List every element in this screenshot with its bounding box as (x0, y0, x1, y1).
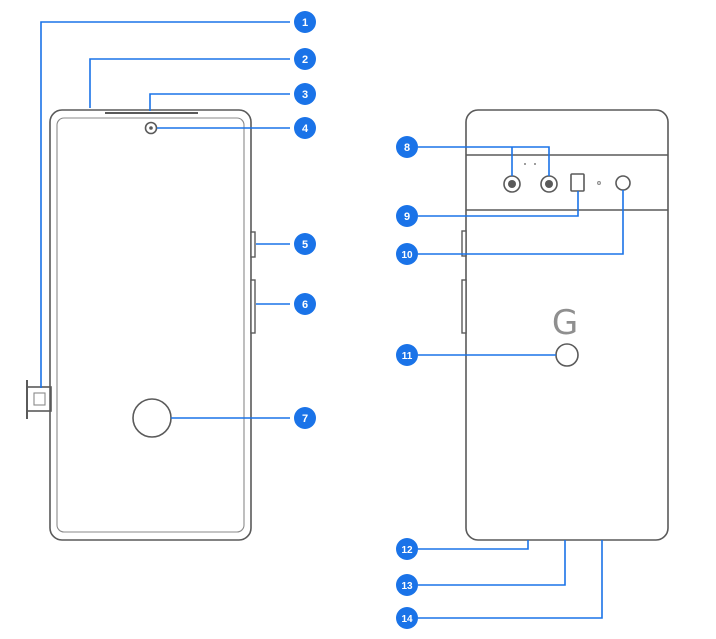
callout-badge-5: 5 (294, 233, 316, 255)
callout-badge-4: 4 (294, 117, 316, 139)
sim-tray (26, 380, 52, 419)
callout-badge-14: 14 (396, 607, 418, 629)
callout-badge-1: 1 (294, 11, 316, 33)
leader-12 (418, 540, 529, 550)
front-screen (56, 117, 245, 533)
callout-badge-3: 3 (294, 83, 316, 105)
bar-mic-dot (534, 163, 536, 165)
callout-badge-8: 8 (396, 136, 418, 158)
phone-front (26, 109, 256, 541)
callout-number: 10 (401, 250, 413, 261)
bar-mic-dot (524, 163, 526, 165)
leader-10 (418, 190, 624, 255)
callout-number: 9 (404, 211, 410, 223)
front-camera-lens (149, 126, 153, 130)
callout-badge-2: 2 (294, 48, 316, 70)
flash (570, 173, 585, 192)
callout-number: 12 (401, 545, 413, 556)
leader-13 (418, 540, 566, 586)
back-power-button (461, 230, 467, 257)
front-power-button (250, 231, 256, 258)
google-logo: G (552, 303, 578, 343)
callout-badge-13: 13 (396, 574, 418, 596)
front-camera (144, 121, 158, 135)
callout-badge-9: 9 (396, 205, 418, 227)
nfc-area (555, 343, 579, 367)
callout-number: 7 (302, 413, 308, 425)
sensor (615, 175, 631, 191)
callout-number: 6 (302, 299, 308, 311)
phone-back: G (461, 109, 669, 541)
callout-number: 5 (302, 239, 308, 251)
callout-badge-11: 11 (396, 344, 418, 366)
callout-number: 3 (302, 89, 308, 101)
leader-lines (40, 21, 624, 619)
callout-badge-6: 6 (294, 293, 316, 315)
callout-number: 2 (302, 54, 308, 66)
callouts: 1 2 3 4 5 6 7 8 9 10 11 12 13 14 (294, 11, 418, 629)
callout-number: 4 (302, 123, 309, 135)
rear-camera-ultrawide-lens (545, 180, 553, 188)
callout-number: 11 (402, 351, 413, 362)
callout-badge-7: 7 (294, 407, 316, 429)
callout-number: 8 (404, 142, 410, 154)
callout-badge-10: 10 (396, 243, 418, 265)
under-display-fingerprint (132, 398, 172, 438)
leader-1 (40, 21, 290, 388)
leader-9 (418, 191, 579, 217)
rear-mic (597, 181, 601, 185)
rear-camera-wide-lens (508, 180, 516, 188)
front-body (49, 109, 252, 541)
back-volume-button (461, 279, 467, 334)
leader-2 (89, 58, 290, 108)
callout-number: 1 (302, 17, 308, 29)
front-volume-button (250, 279, 256, 334)
callout-badge-12: 12 (396, 538, 418, 560)
callout-number: 13 (401, 581, 413, 592)
callout-number: 14 (401, 614, 413, 625)
leader-8 (418, 146, 550, 176)
leader-3 (149, 93, 290, 111)
leader-14 (418, 540, 603, 619)
